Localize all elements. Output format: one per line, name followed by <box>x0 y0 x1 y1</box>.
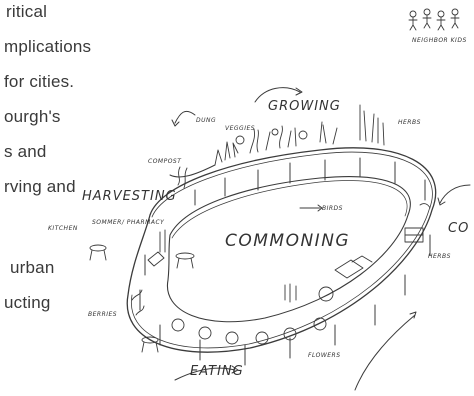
label-dung: DUNG <box>196 117 216 124</box>
label-herbs-right: HERBS <box>428 253 451 260</box>
label-flowers: FLOWERS <box>308 352 341 359</box>
label-growing: GROWING <box>268 99 341 114</box>
harvest-area <box>89 166 195 353</box>
flow-arrows <box>169 87 471 391</box>
label-herbs-top: HERBS <box>398 119 421 126</box>
right-crate <box>404 203 431 243</box>
body-text-line-9: ucting <box>4 293 51 312</box>
neighbor-kids-figures <box>408 8 460 31</box>
body-text-line-4: ourgh's <box>4 107 61 126</box>
body-text-line-8: urban <box>10 258 55 277</box>
body-text-line-6: rving and <box>4 177 76 196</box>
label-birds: BIRDS <box>322 205 343 212</box>
label-kitchen: KITCHEN <box>48 225 78 232</box>
body-text-line-5: s and <box>4 142 47 161</box>
ring-posts <box>139 157 431 366</box>
label-sommer-pharmacy: SOMMER/ PHARMACY <box>92 219 165 226</box>
label-eating: EATING <box>190 364 244 379</box>
label-compost: COMPOST <box>148 158 182 165</box>
inner-ring <box>166 176 411 323</box>
body-text-column: ritical mplications for cities. ourgh's … <box>0 0 200 396</box>
label-commoning: COMMONING <box>225 231 350 251</box>
label-co: CO <box>448 221 469 236</box>
outer-ring <box>126 147 437 353</box>
commoning-center <box>318 255 373 302</box>
body-text-line-3: for cities. <box>4 72 75 91</box>
body-text-line-1: ritical <box>6 2 48 21</box>
body-text-line-2: mplications <box>4 37 92 56</box>
label-harvesting: HARVESTING <box>82 189 177 204</box>
eating-area <box>171 283 327 345</box>
label-berries: BERRIES <box>88 311 117 318</box>
label-veggies: VEGGIES <box>225 125 255 132</box>
label-neighbor-kids: NEIGHBOR KIDS <box>412 37 467 44</box>
plants-top <box>214 104 385 166</box>
